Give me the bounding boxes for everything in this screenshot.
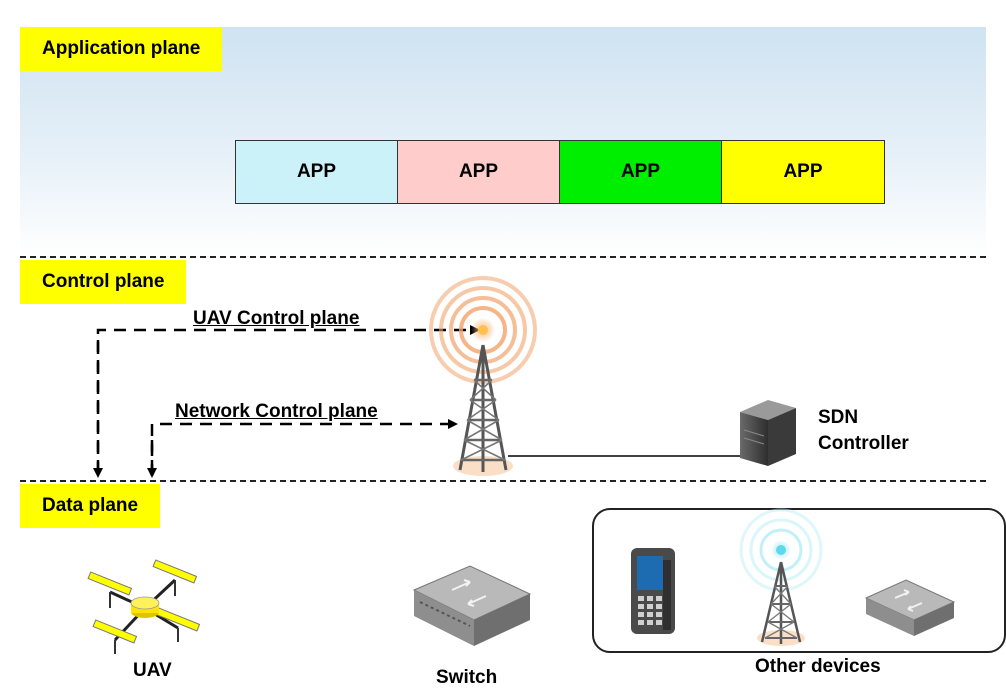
uav-label: UAV [133,660,172,681]
router-icon [864,579,956,636]
app-label-1: APP [296,161,337,182]
uav-control-label: UAV Control plane [193,308,360,329]
app-box-3: APP [560,141,722,203]
network-control-label: Network Control plane [175,401,378,422]
app-box-4: APP [722,141,884,203]
phone-icon [631,548,675,634]
sdn-controller-label-1: SDN [818,407,859,428]
app-box-2: APP [398,141,560,203]
switch-icon [412,565,532,646]
separator-control-data [20,480,986,482]
uav-control-arrow [93,325,480,478]
separator-app-control [20,256,986,258]
other-devices-group [592,508,1006,653]
application-plane-label: Application plane [20,27,223,71]
control-plane-label: Control plane [20,260,187,304]
small-tower-icon [739,508,823,646]
switch-label: Switch [436,667,498,688]
server-icon [740,400,796,466]
other-devices-label: Other devices [755,656,881,677]
sdn-controller-label-2: Controller [818,433,909,454]
app-box-1: APP [236,141,398,203]
app-label-2: APP [458,161,499,182]
app-label-3: APP [620,161,661,182]
app-label-4: APP [783,161,823,182]
app-row: APP APP APP APP [235,140,885,204]
data-plane-label: Data plane [20,484,161,528]
network-control-arrow [147,419,458,478]
cell-tower-icon [429,276,537,476]
drone-icon [87,559,201,654]
